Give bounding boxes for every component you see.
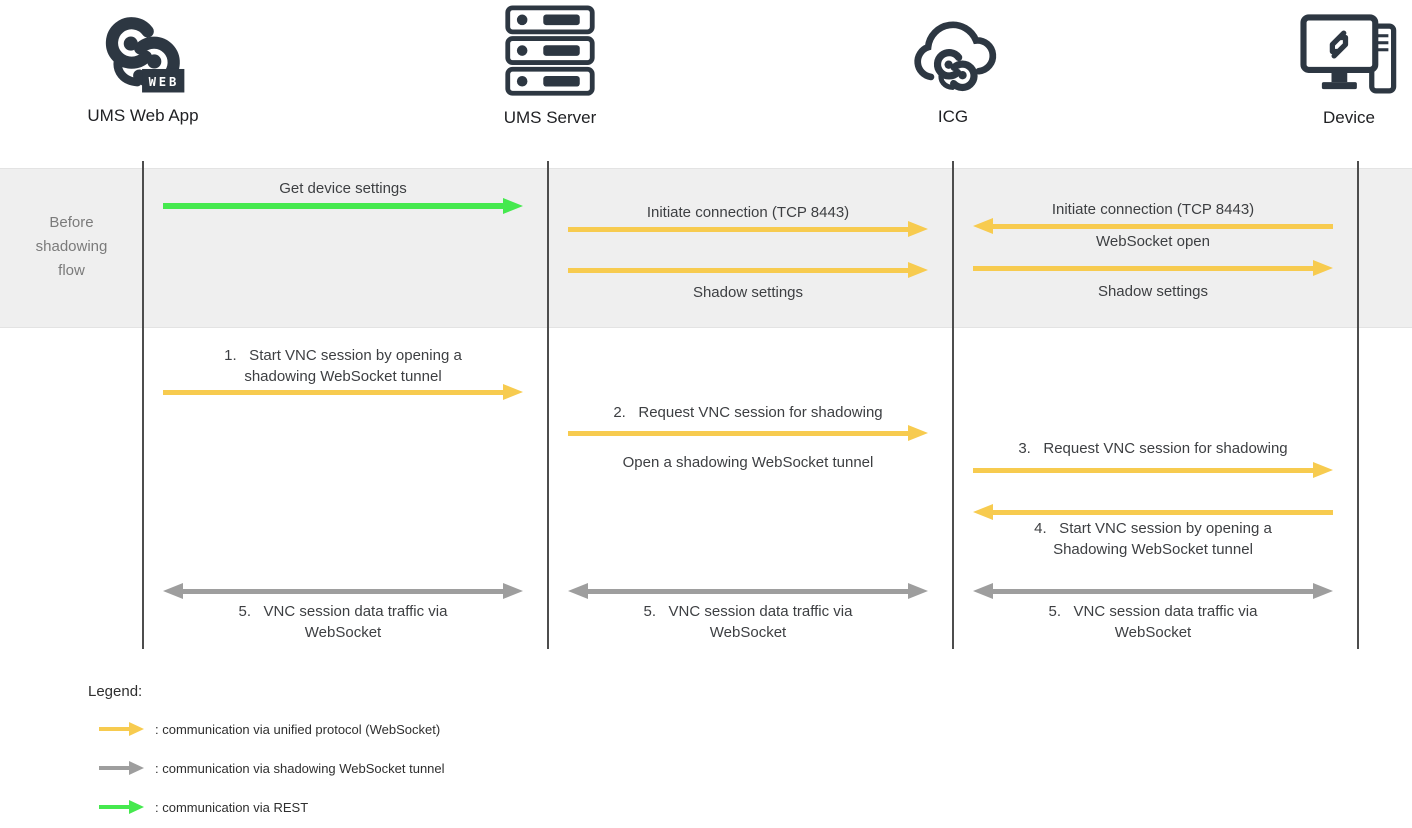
- legend-rest-arrow-icon: [99, 800, 144, 814]
- legend-websocket-arrow-icon: [99, 722, 144, 736]
- arrow-shadow-settings-ums-icg: [568, 262, 928, 278]
- arrow-step4: [973, 504, 1333, 520]
- actor-label-ums-web-app: UMS Web App: [87, 106, 199, 125]
- arrow-shadow-settings-icg-device: [973, 260, 1333, 276]
- msg-step5-lane2: 5. VNC session data traffic via WebSocke…: [643, 603, 853, 641]
- web-badge-text: WEB: [149, 75, 180, 89]
- arrow-step5-lane3: [973, 583, 1333, 599]
- msg-step2: 2. Request VNC session for shadowing: [613, 404, 883, 421]
- legend-item-unified: : communication via unified protocol (We…: [155, 722, 441, 737]
- arrow-step5-lane2: [568, 583, 928, 599]
- arrow-initiate-connection-device-icg: [973, 218, 1333, 234]
- arrow-rest-get-device-settings: [163, 198, 523, 214]
- msg-step5-lane1: 5. VNC session data traffic via WebSocke…: [238, 603, 448, 641]
- arrow-initiate-connection-ums-icg: [568, 221, 928, 237]
- arrow-step1: [163, 384, 523, 400]
- msg-websocket-open: WebSocket open: [1096, 233, 1210, 250]
- msg-initiate-connection-device-icg: Initiate connection (TCP 8443): [1051, 201, 1255, 218]
- msg-step2-note: Open a shadowing WebSocket tunnel: [622, 454, 874, 471]
- before-shadowing-band: [0, 168, 1412, 328]
- legend-tunnel-arrow-icon: [99, 761, 144, 775]
- actor-label-icg: ICG: [937, 107, 969, 126]
- lifeline-ums-server: [547, 161, 549, 649]
- before-shadowing-label: Before shadowing flow: [35, 214, 108, 279]
- msg-shadow-settings-icg-device: Shadow settings: [1097, 283, 1209, 300]
- msg-step3: 3. Request VNC session for shadowing: [1018, 440, 1288, 457]
- msg-shadow-settings-ums-icg: Shadow settings: [692, 284, 804, 301]
- lifeline-device: [1357, 161, 1359, 649]
- msg-step1: 1. Start VNC session by opening a shadow…: [224, 347, 462, 385]
- lifeline-ums-web-app: [142, 161, 144, 649]
- icg-cloud-icon: [914, 21, 997, 91]
- msg-step4: 4. Start VNC session by opening a Shadow…: [1034, 520, 1272, 558]
- ums-web-app-icon: WEB: [105, 17, 185, 93]
- msg-step5-lane3: 5. VNC session data traffic via WebSocke…: [1048, 603, 1258, 641]
- device-icon: [1300, 14, 1397, 94]
- arrow-step2: [568, 425, 928, 441]
- msg-get-device-settings: Get device settings: [279, 180, 407, 197]
- arrow-step5-lane1: [163, 583, 523, 599]
- legend-item-tunnel: : communication via shadowing WebSocket …: [155, 761, 445, 776]
- legend-item-rest: : communication via REST: [155, 800, 309, 815]
- actor-label-device: Device: [1323, 108, 1375, 127]
- server-icon: [505, 5, 595, 96]
- legend-title: Legend:: [88, 683, 143, 700]
- msg-initiate-connection-ums-icg: Initiate connection (TCP 8443): [646, 204, 850, 221]
- lifeline-icg: [952, 161, 954, 649]
- arrow-step3: [973, 462, 1333, 478]
- actor-label-ums-server: UMS Server: [503, 108, 597, 127]
